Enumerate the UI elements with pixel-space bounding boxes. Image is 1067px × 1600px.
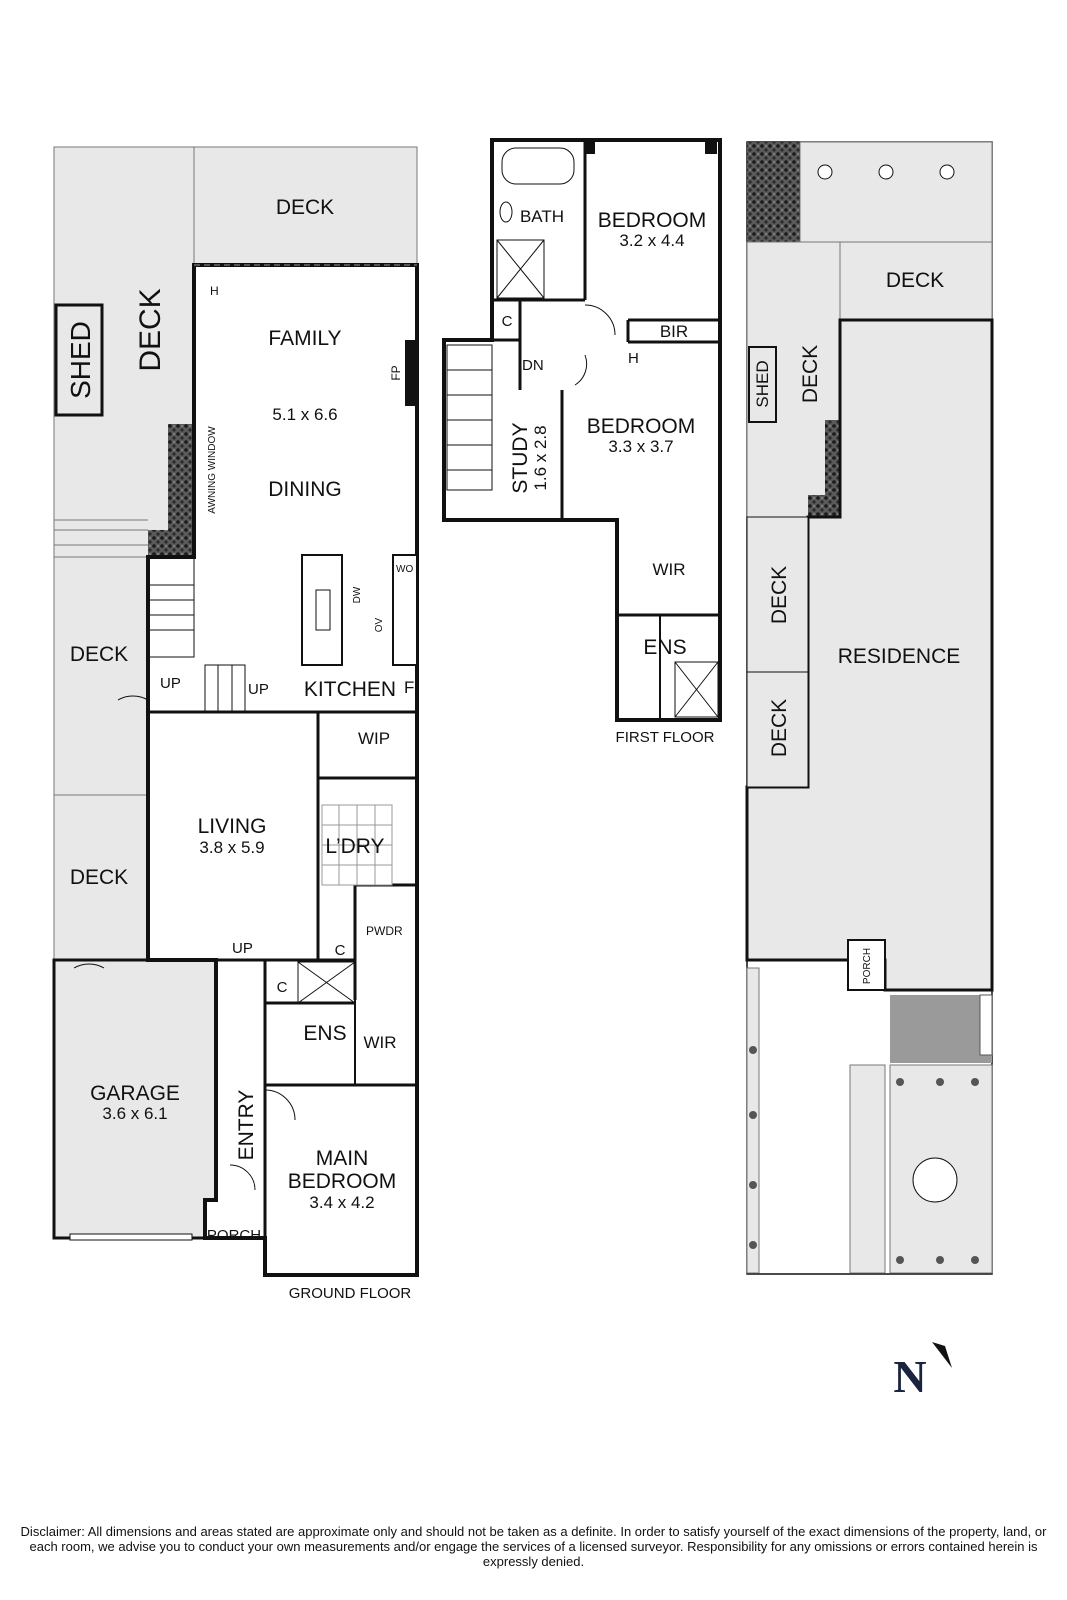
living-label: LIVING [198, 815, 267, 838]
bedroom1-label: BEDROOM [598, 209, 707, 232]
bath-label: BATH [520, 207, 564, 226]
first-floor-title: FIRST FLOOR [616, 729, 715, 746]
site-plan: DECK SHED DECK DECK DECK RESIDENCE PORCH [745, 141, 994, 1275]
pebble-garden-corner [148, 530, 194, 557]
heater-label: H [210, 284, 219, 298]
laundry-label: L’DRY [325, 835, 384, 858]
up-label-entry: UP [232, 940, 253, 957]
site-shed-label: SHED [753, 360, 772, 407]
heater-first-label: H [628, 350, 639, 367]
dw-label: DW [352, 586, 363, 603]
north-arrow-icon [932, 1342, 952, 1368]
main-bedroom-label-2: BEDROOM [288, 1170, 397, 1193]
disclaimer-text: Disclaimer: All dimensions and areas sta… [20, 1524, 1047, 1569]
study-label: STUDY [509, 422, 532, 493]
laundry-tiles [321, 804, 393, 886]
dn-label: DN [522, 357, 544, 374]
study-dims: 1.6 x 2.8 [531, 425, 550, 490]
up-label-stairs: UP [160, 675, 181, 692]
bedroom2-label: BEDROOM [587, 415, 696, 438]
garage-area [52, 958, 218, 1240]
north-label: N [893, 1351, 926, 1402]
living-dims: 3.8 x 5.9 [199, 838, 264, 857]
bedroom2-dims: 3.3 x 3.7 [608, 437, 673, 456]
site-deck-a-label: DECK [768, 566, 791, 624]
deck-mid-area [53, 556, 149, 796]
ground-floor-title: GROUND FLOOR [289, 1285, 412, 1302]
cupboard-label-1: C [335, 942, 346, 959]
site-pebble-side [825, 420, 840, 517]
deck-low-area [53, 794, 149, 969]
ground-floor-plan: DECK DECK SHED FAMILY 5.1 x 6.6 DINING A… [52, 146, 419, 1302]
fireplace [405, 340, 415, 406]
bath-fixtures [496, 147, 575, 299]
shed-box [54, 303, 104, 417]
residence-label: RESIDENCE [838, 645, 961, 668]
shed-label: SHED [65, 321, 96, 399]
up-label-kitchen: UP [248, 681, 269, 698]
ens-shower-first [674, 661, 719, 718]
cupboard-first-label: C [502, 313, 513, 330]
wir-first-label: WIR [652, 560, 685, 579]
ensuite-shower [297, 961, 356, 1004]
wo-label: WO [396, 564, 413, 575]
stairs-ground [147, 556, 246, 713]
site-pebble-top [747, 142, 800, 242]
family-dims: 5.1 x 6.6 [272, 405, 337, 424]
site-deck-side-label: DECK [799, 345, 822, 403]
garage-dims: 3.6 x 6.1 [102, 1104, 167, 1123]
entry-label: ENTRY [235, 1090, 258, 1161]
north-compass: N [893, 1342, 952, 1402]
dining-label: DINING [268, 478, 342, 501]
bir-label: BIR [660, 322, 688, 341]
porch-label: PORCH [207, 1227, 261, 1244]
deck-top-label: DECK [276, 196, 334, 219]
family-label: FAMILY [268, 327, 341, 350]
bedroom1-dims: 3.2 x 4.4 [619, 231, 684, 250]
wir-label: WIR [363, 1033, 396, 1052]
kitchen-label: KITCHEN [304, 678, 396, 701]
powder-room-label: PWDR [366, 924, 403, 938]
main-bedroom-label-1: MAIN [316, 1147, 369, 1170]
deck-side-label: DECK [134, 288, 167, 371]
site-deck-top-label: DECK [886, 269, 944, 292]
main-bedroom-dims: 3.4 x 4.2 [309, 1193, 374, 1212]
first-floor-plan: BATH BEDROOM 3.2 x 4.4 C DN BIR H STUDY … [442, 138, 722, 746]
site-porch-label: PORCH [862, 948, 873, 984]
stairs-first [446, 344, 493, 491]
awning-window-label: AWNING WINDOW [207, 426, 218, 514]
deck-mid-label: DECK [70, 643, 128, 666]
wip-label: WIP [358, 729, 390, 748]
ens-first-label: ENS [643, 636, 686, 659]
cupboard-label-2: C [277, 979, 288, 996]
deck-low-label: DECK [70, 866, 128, 889]
site-dark-paving [890, 995, 992, 1063]
garage-label: GARAGE [90, 1082, 180, 1105]
site-deck-b-label: DECK [768, 699, 791, 757]
ensuite-label: ENS [303, 1022, 346, 1045]
ov-label: OV [374, 617, 385, 632]
residence-outline [745, 318, 994, 992]
fridge-label: F [404, 678, 414, 697]
fp-label: FP [389, 365, 403, 380]
